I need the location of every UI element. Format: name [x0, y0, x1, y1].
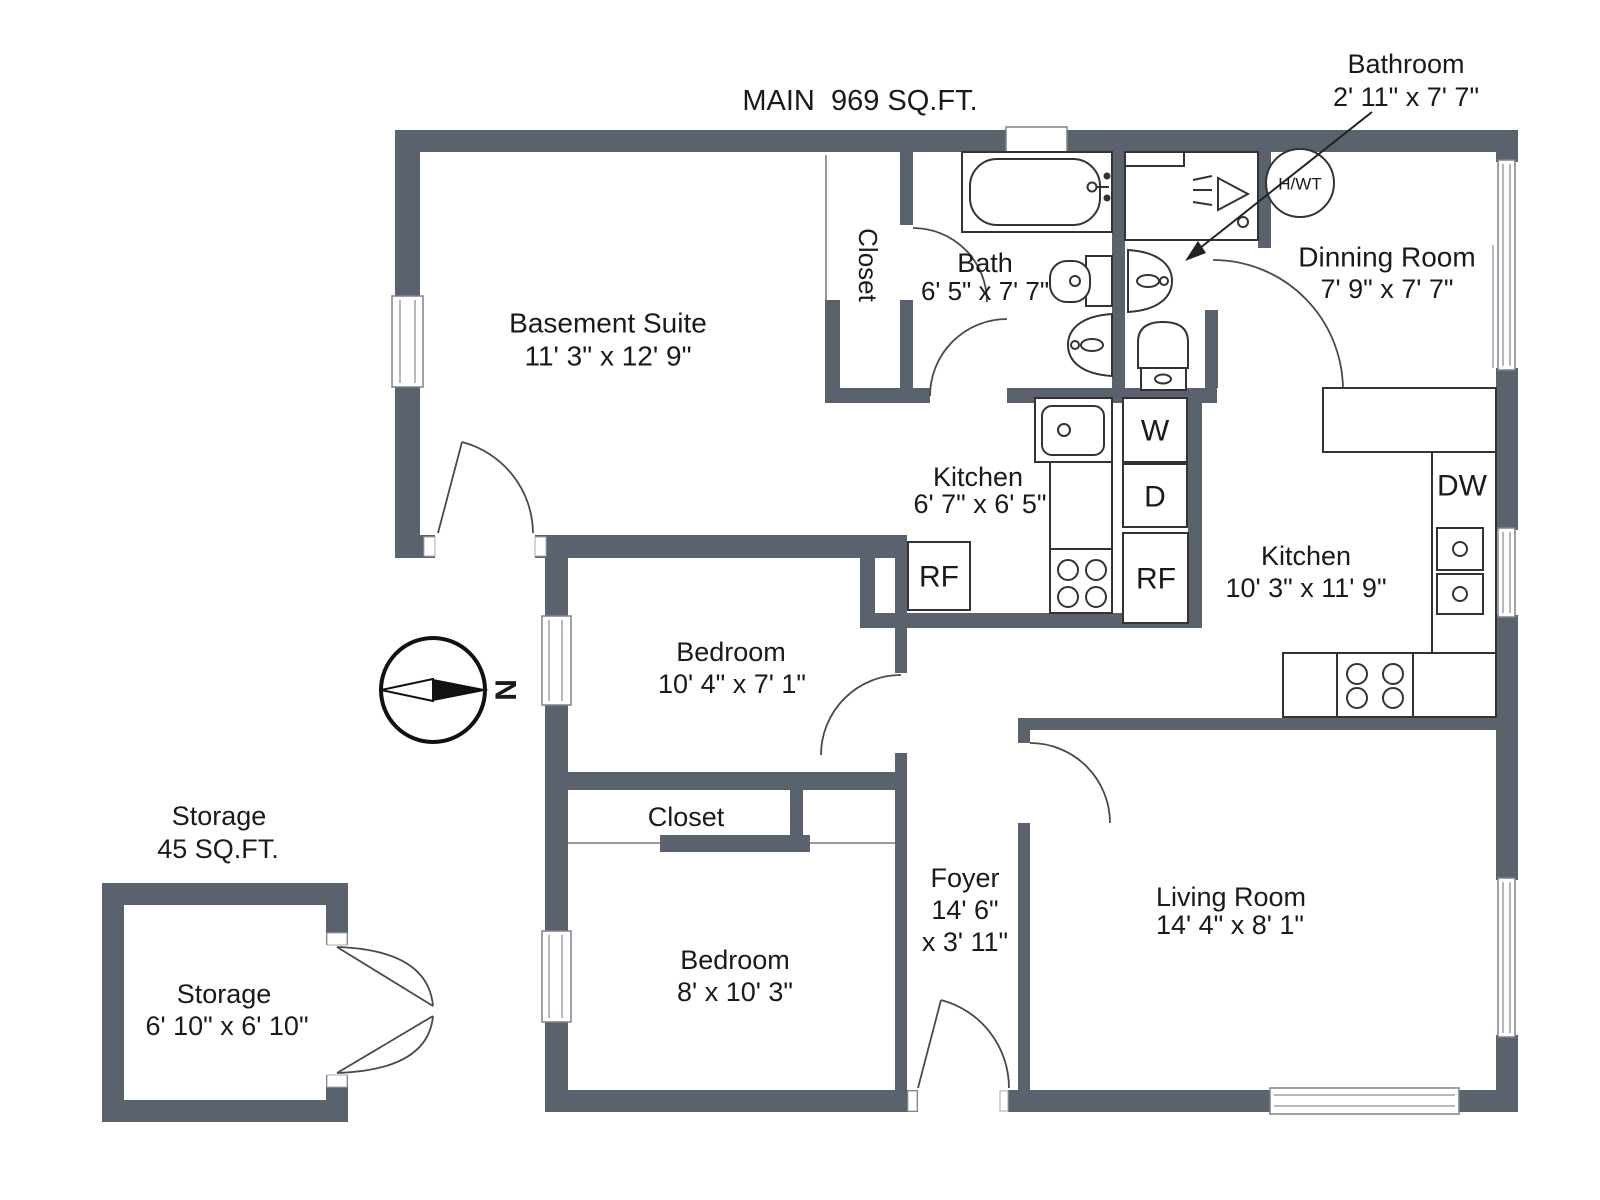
storage-callout-name: Storage: [172, 801, 267, 831]
room-dims-bedroom-2: 8' x 10' 3": [677, 977, 793, 1007]
room-label-kitchen-small: Kitchen: [933, 462, 1023, 492]
window: [1005, 126, 1068, 155]
room-label-closet-mid: Closet: [648, 802, 725, 832]
room-label-bedroom-2: Bedroom: [680, 945, 790, 975]
room-dims-basement-suite: 11' 3" x 12' 9": [524, 341, 691, 372]
dishwasher-label: DW: [1437, 470, 1488, 503]
dryer-label: D: [1144, 481, 1166, 514]
counter: [1049, 461, 1113, 550]
plan-title: MAIN 969 SQ.FT.: [742, 85, 977, 117]
stove-icon: [1282, 652, 1497, 718]
room-dims-foyer-2: x 3' 11": [922, 927, 1008, 957]
storage-callout-area: 45 SQ.FT.: [157, 834, 279, 864]
bathroom-callout-dims: 2' 11" x 7' 7": [1333, 82, 1479, 112]
shower-icon: [1124, 151, 1259, 241]
room-dims-dining: 7' 9" x 7' 7": [1320, 274, 1453, 304]
dryer-icon: [1122, 463, 1188, 528]
room-dims-bedroom-1: 10' 4" x 7' 1": [658, 669, 806, 699]
door-powder-room: [1212, 259, 1344, 391]
toilet-icon: [1137, 320, 1189, 391]
room-label-foyer: Foyer: [930, 863, 999, 893]
door-storage-double: [336, 946, 434, 1074]
door-bath: [929, 318, 1008, 397]
room-dims-living: 14' 4" x 8' 1": [1156, 910, 1304, 940]
compass-icon: N: [379, 636, 522, 744]
bathtub-icon: [961, 151, 1113, 233]
washer-icon: [1122, 397, 1188, 463]
door-front-entry: [917, 999, 1010, 1089]
window: [1492, 159, 1516, 371]
compass-north-label: N: [489, 679, 522, 701]
fridge-label: RF: [1136, 563, 1176, 596]
room-dims-kitchen-small: 6' 7" x 6' 5": [913, 489, 1046, 519]
sink-icon: [1066, 312, 1113, 378]
room-label-living: Living Room: [1156, 882, 1306, 912]
door-bedroom-1: [820, 674, 902, 756]
counter: [1322, 387, 1497, 453]
labels: MAIN 969 SQ.FT. Bathroom 2' 11" x 7' 7" …: [145, 49, 1487, 1041]
room-label-bath: Bath: [957, 248, 1013, 278]
windows: [391, 126, 1516, 1115]
stove-icon: [1049, 548, 1113, 614]
door-living-room: [1029, 742, 1111, 824]
room-dims-bath: 6' 5" x 7' 7": [921, 276, 1049, 306]
room-dims-storage: 6' 10" x 6' 10": [145, 1011, 308, 1041]
window: [1269, 1087, 1460, 1115]
bathroom-callout-name: Bathroom: [1347, 49, 1464, 79]
door-closet-bath: [912, 227, 988, 303]
toilet-icon: [1049, 255, 1113, 307]
kitchen-sink-icon: [1034, 397, 1113, 463]
bathroom-callout-arrow: [1185, 111, 1373, 261]
fridge-icon: [1122, 532, 1189, 624]
room-label-storage: Storage: [177, 979, 272, 1009]
door-basement-suite: [437, 441, 534, 534]
window: [541, 615, 572, 706]
hot-water-tank-icon: [1265, 148, 1335, 218]
fridge-label: RF: [919, 561, 959, 594]
room-label-closet-top: Closet: [853, 228, 883, 302]
room-dims-kitchen-main: 10' 3" x 11' 9": [1225, 573, 1386, 603]
room-label-dining: Dinning Room: [1298, 242, 1475, 273]
window: [541, 930, 572, 1023]
fridge-icon: [907, 541, 971, 611]
kitchen-sink-icon: [1436, 527, 1484, 615]
window: [1497, 527, 1516, 618]
doors: [326, 155, 1344, 1112]
room-label-kitchen-main: Kitchen: [1261, 541, 1351, 571]
window: [391, 295, 424, 388]
room-label-bedroom-1: Bedroom: [676, 637, 786, 667]
walls: [102, 130, 1518, 1122]
room-dims-foyer-1: 14' 6": [931, 895, 998, 925]
hot-water-tank-label: H/WT: [1278, 175, 1321, 194]
window: [1497, 877, 1516, 1038]
sink-icon: [1127, 248, 1174, 314]
fixtures: [907, 148, 1497, 718]
washer-label: W: [1141, 415, 1170, 448]
room-label-basement-suite: Basement Suite: [509, 308, 707, 339]
north-arrow: [433, 679, 489, 701]
